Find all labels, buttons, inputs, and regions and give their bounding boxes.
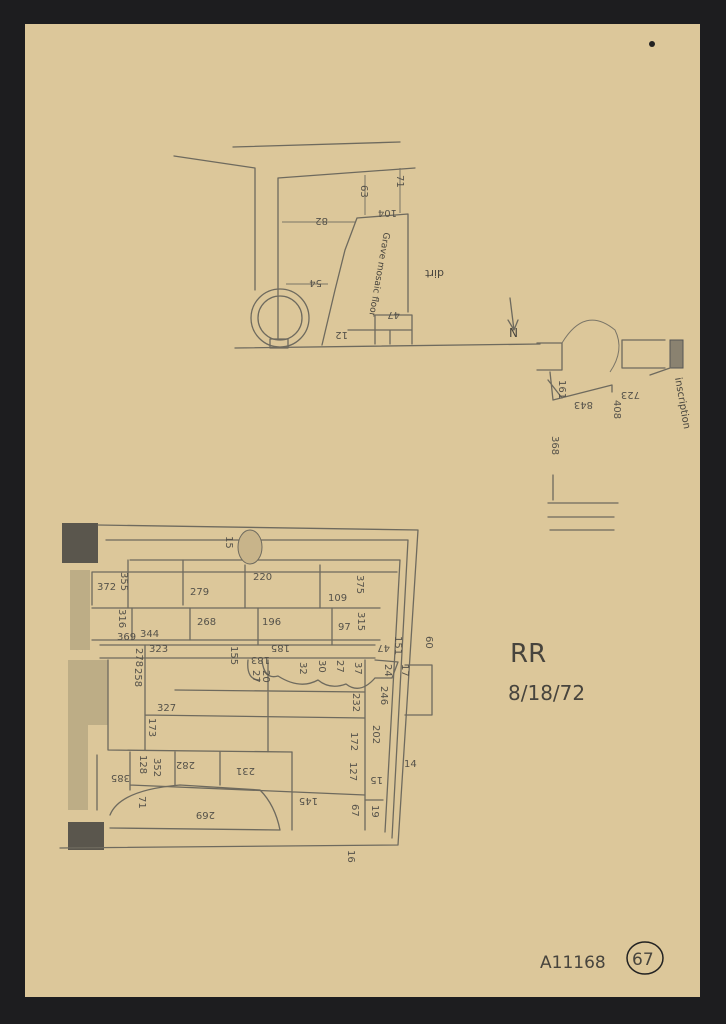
plan-dimension-label: 323: [149, 644, 168, 655]
dim-368: 368: [549, 436, 560, 455]
plan-dimension-label: 14: [404, 759, 417, 770]
plan-dimension-label: 19: [369, 805, 380, 818]
plan-dimension-label: 71: [136, 796, 147, 809]
corner-pier-top: [62, 523, 98, 563]
plan-dimension-label: 355: [118, 572, 129, 591]
dim-47: 47: [387, 309, 400, 320]
paper: [25, 24, 700, 997]
page-number-circle: [626, 941, 664, 975]
plan-dimension-label: 279: [190, 587, 209, 598]
catalog-number: A11168: [540, 953, 606, 973]
dim-71: 71: [394, 175, 405, 188]
plan-dimension-label: 173: [146, 718, 157, 737]
plan-dimension-label: 282: [176, 759, 195, 770]
initials: RR: [510, 639, 546, 669]
plan-dimension-label: 375: [354, 575, 365, 594]
plan-dimension-label: 352: [151, 758, 162, 777]
plan-dimension-label: 369: [117, 632, 136, 643]
upper-section-sketch: [173, 141, 541, 349]
plan-dimension-label: 97: [338, 622, 351, 633]
plan-dimension-label: 128: [137, 755, 148, 774]
plan-dimension-label: 202: [370, 725, 381, 744]
plan-dimension-label: 220: [253, 572, 272, 583]
plan-dimension-label: 127: [347, 762, 358, 781]
dim-408: 408: [611, 400, 622, 419]
plan-dimension-label: 67: [349, 804, 360, 817]
plan-dimension-label: 231: [236, 765, 255, 776]
plan-dimension-label: 246: [378, 686, 389, 705]
plan-dimension-label: 385: [111, 772, 130, 783]
plan-dimension-label: 185: [271, 642, 290, 653]
plan-dimension-label: 151: [392, 636, 403, 655]
plan-dimension-label: 232: [350, 693, 361, 712]
plan-dimension-label: 269: [196, 809, 215, 820]
plan-dimension-label: 32: [297, 662, 308, 675]
floor-plan: [59, 523, 433, 850]
dim-723: 723: [621, 389, 640, 400]
plan-dimension-label: 344: [140, 629, 159, 640]
right-section-sketch: [507, 297, 684, 531]
dim-12: 12: [335, 329, 348, 340]
dim-82: 82: [315, 215, 328, 226]
page-number: 67: [632, 950, 654, 970]
plan-dimension-label: 315: [355, 612, 366, 631]
inscription-block: [669, 339, 684, 369]
dirt-label: dirt: [424, 267, 444, 280]
plan-dimension-label: 155: [228, 646, 239, 665]
north-arrow-label: N: [509, 325, 518, 339]
plan-dimension-label: 27: [334, 660, 345, 673]
plan-dimension-label: 15: [370, 774, 383, 785]
plan-dimension-label: 172: [348, 732, 359, 751]
plan-dimension-label: 24: [382, 664, 393, 677]
plan-dimension-label: 109: [328, 593, 347, 604]
plan-dimension-label: 17: [399, 664, 410, 677]
plan-dimension-label: 60: [423, 636, 434, 649]
plan-dimension-label: 145: [299, 795, 318, 806]
plan-dimension-label: 258: [132, 668, 143, 687]
dim-161: 161: [556, 380, 567, 399]
plan-dimension-label: 316: [116, 609, 127, 628]
punch-dot: [649, 41, 655, 47]
plan-dimension-label: 37: [352, 662, 363, 675]
plan-dimension-label: 16: [345, 850, 356, 863]
plan-dimension-label: 268: [197, 617, 216, 628]
plan-dimension-label: 196: [262, 617, 281, 628]
plan-dimension-label: 327: [157, 703, 176, 714]
date: 8/18/72: [508, 681, 585, 705]
plan-dimension-label: 278: [133, 648, 144, 667]
dim-54: 54: [309, 277, 322, 288]
plan-dimension-label: 15: [223, 536, 234, 549]
plan-dimension-label: 183: [251, 654, 270, 665]
plan-dimension-label: 20: [260, 670, 271, 683]
dim-63: 63: [358, 185, 369, 198]
plan-dimension-label: 27: [250, 670, 261, 683]
plan-dimension-label: 30: [316, 660, 327, 673]
corner-pier-bottom: [68, 822, 104, 850]
plan-dimension-label: 47: [377, 642, 390, 653]
dim-104: 104: [378, 207, 397, 218]
dim-843: 843: [574, 399, 593, 410]
plan-dimension-label: 372: [97, 582, 116, 593]
